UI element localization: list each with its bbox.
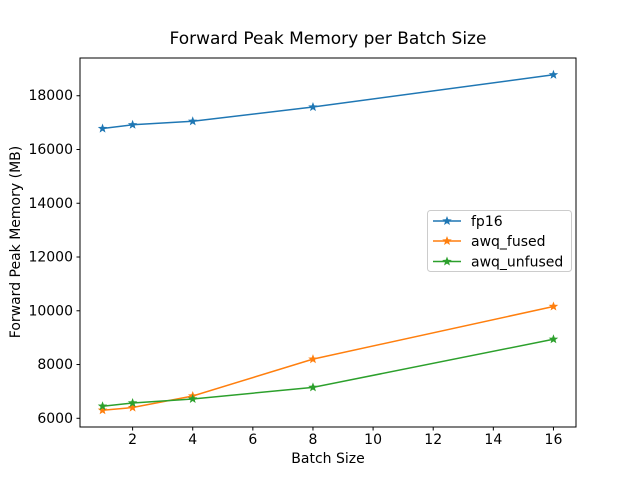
marker-awq_fused (97, 405, 108, 415)
y-tick-label: 10000 (28, 303, 73, 319)
y-axis-label: Forward Peak Memory (MB) (8, 146, 24, 338)
legend-sample-marker-fp16 (442, 216, 452, 226)
series-line-fp16 (101, 74, 555, 130)
marker-awq_unfused (308, 382, 318, 392)
marker-awq_unfused (548, 334, 559, 344)
marker-awq_unfused (97, 401, 108, 411)
y-tick-label: 16000 (28, 142, 73, 158)
marker-fp16 (127, 119, 138, 129)
x-tick-label: 2 (128, 432, 137, 448)
marker-fp16 (187, 116, 198, 126)
legend-samples (433, 216, 461, 266)
plot-area: 2 4 6 8 10 12 14 16 6000 8000 10000 12000 14000 16000… (28, 57, 577, 448)
x-tick-label: 14 (484, 432, 502, 448)
marker-awq_unfused (127, 397, 138, 408)
legend-sample-marker-awq_unfused (442, 256, 452, 266)
series-line-awq_unfused (101, 338, 555, 407)
marker-awq_unfused (187, 393, 198, 403)
marker-awq_fused (308, 354, 318, 364)
y-tick-label: 14000 (28, 196, 73, 212)
legend-box (427, 210, 572, 272)
x-tick-label: 16 (545, 432, 563, 448)
x-tick-label: 10 (364, 432, 382, 448)
y-tick-label: 8000 (37, 357, 73, 373)
legend-label-awq-unfused: awq_unfused (471, 255, 563, 271)
legend-label-fp16: fp16 (471, 214, 503, 230)
marker-fp16 (548, 69, 559, 79)
series-line-awq_fused (101, 305, 555, 411)
x-tick-label: 6 (248, 432, 257, 448)
x-tick-label: 4 (188, 432, 197, 448)
legend-label-awq-fused: awq_fused (471, 234, 546, 250)
x-axis-label: Batch Size (291, 451, 364, 467)
y-tick-label: 18000 (28, 88, 73, 104)
legend-sample-marker-awq_fused (442, 236, 452, 246)
axes-spines (79, 57, 577, 428)
x-tick-label: 12 (424, 432, 442, 448)
marker-fp16 (308, 102, 318, 112)
marker-awq_fused (548, 301, 559, 311)
marker-fp16 (97, 123, 108, 133)
chart-title: Forward Peak Memory per Batch Size (170, 29, 487, 49)
marker-awq_fused (127, 402, 138, 412)
y-tick-label: 12000 (28, 250, 73, 266)
legend: fp16 awq_fused awq_unfused (427, 210, 572, 272)
y-tick-label: 6000 (37, 411, 73, 427)
x-tick-label: 8 (309, 432, 318, 448)
